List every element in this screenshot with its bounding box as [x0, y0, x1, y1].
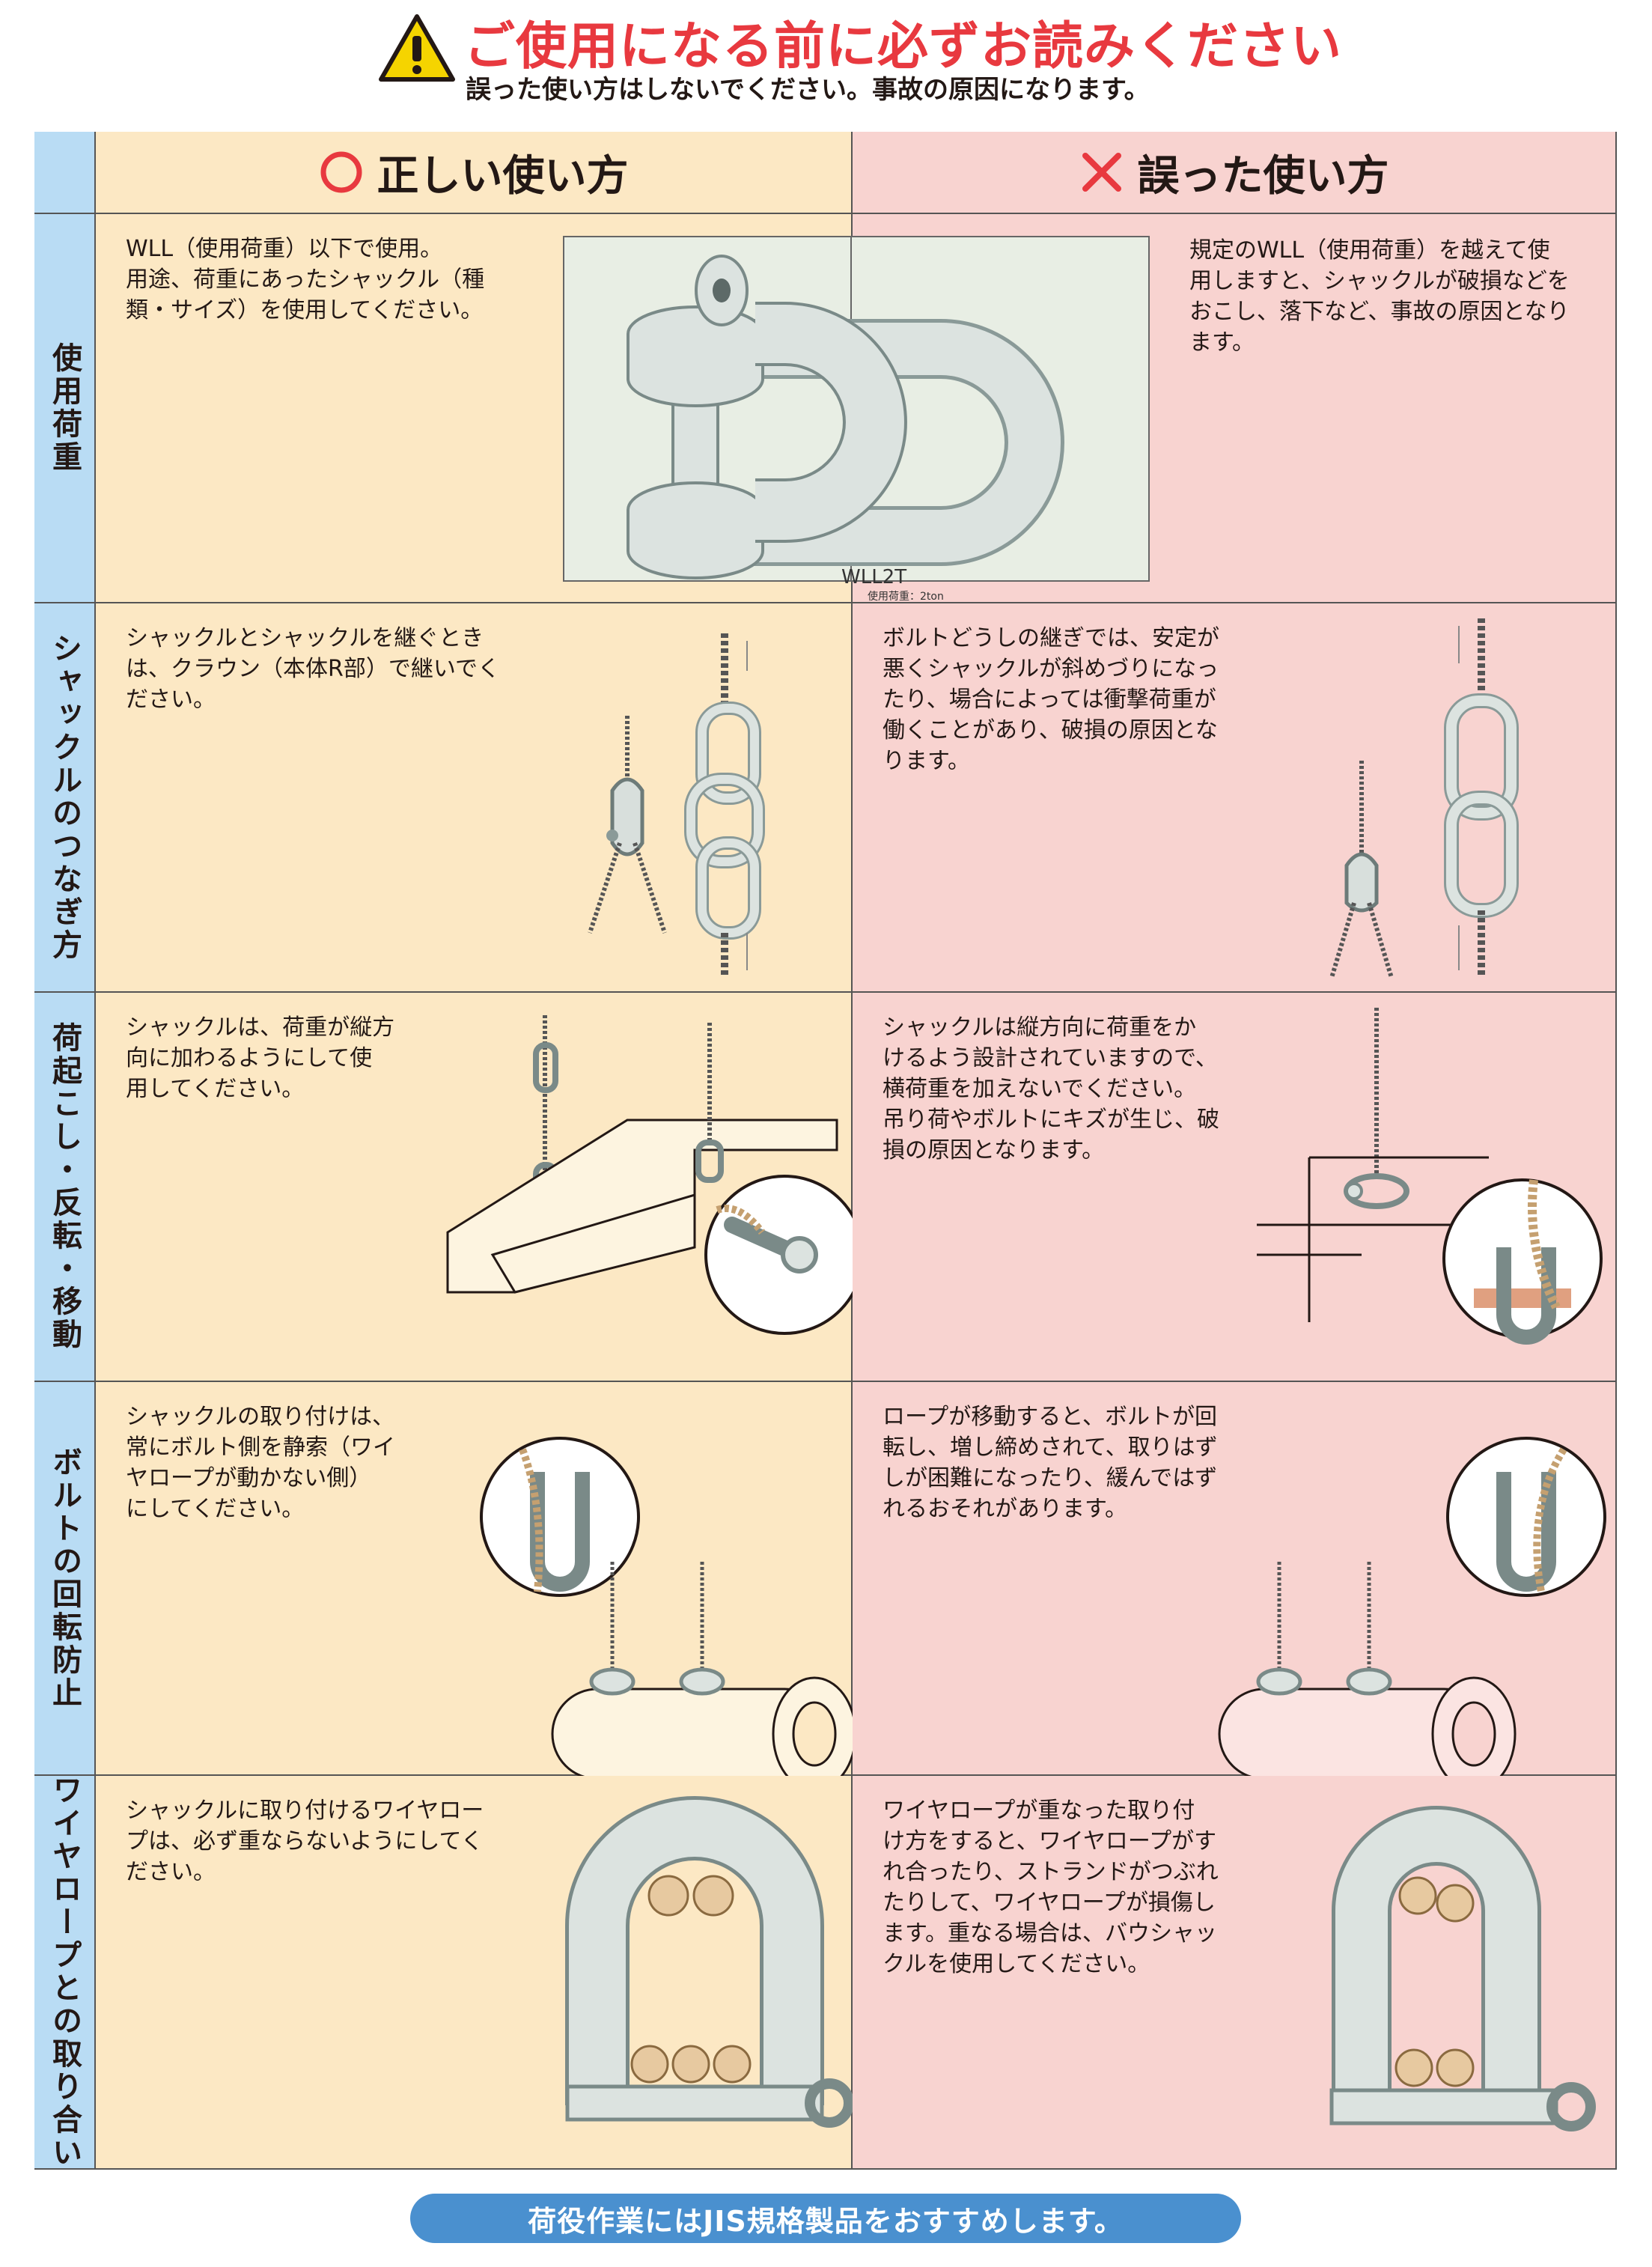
text-line: WLL（使用荷重）以下で使用。 — [126, 236, 443, 262]
text-line: 規定のWLL（使用荷重）を越えて使 — [1189, 237, 1550, 264]
text-line: シャックルは縦方向に荷重をか — [883, 1014, 1197, 1041]
text-line: れ合ったり、ストランドがつぶれ — [883, 1859, 1219, 1885]
good-description: シャックルに取り付けるワイヤロー プは、必ず重ならないようにしてく ださい。 — [126, 1795, 484, 1887]
row-label-connection: シャックルのつなぎ方 — [34, 603, 96, 993]
text-line: け方をすると、ワイヤロープがす — [883, 1828, 1217, 1854]
page-title: ご使用になる前に必ずお読みください — [464, 17, 1343, 76]
text-line: ロープが移動すると、ボルトが回 — [883, 1404, 1217, 1430]
side-load-illustration — [1257, 1008, 1603, 1345]
shackle-body-left — [627, 255, 907, 579]
row-label-text: 荷起こし・反転・移動 — [47, 1022, 82, 1351]
row-label-bolt-rotation: ボルトの回転防止 — [34, 1382, 96, 1776]
cross-icon — [1082, 153, 1121, 192]
bad-cell-working-load: 規定のWLL（使用荷重）を越えて使 用しますと、シャックルが破損などを おこし、… — [627, 214, 1617, 603]
jis-recommendation-banner: 荷役作業にはJIS規格製品をおすすめします。 — [410, 2194, 1241, 2243]
text-line: ださい。 — [126, 1859, 216, 1885]
good-cell-bolt-rotation: シャックルの取り付けは、 常にボルト側を静索（ワイ ヤロープが動かない側） にし… — [96, 1382, 857, 1792]
text-line: しが困難になったり、緩んではず — [883, 1465, 1218, 1491]
bolt-static-rope-illustration — [480, 1437, 857, 1792]
good-cell-lifting: シャックルは、荷重が縦方 向に加わるようにして使 用してください。 — [96, 993, 865, 1382]
bolt-moving-rope-illustration — [1218, 1437, 1606, 1792]
corner-cell — [34, 132, 96, 214]
d-shackle-illustration — [1329, 1806, 1596, 2131]
text-line: 転し、増し締めされて、取りはず — [883, 1434, 1218, 1461]
text-line: 用途、荷重にあったシャックル（種 — [126, 267, 485, 293]
bow-shackle-illustration — [565, 1796, 854, 2128]
text-line: シャックルとシャックルを継ぐとき — [126, 625, 484, 651]
footer-text: 荷役作業にはJIS規格製品をおすすめします。 — [528, 2204, 1124, 2238]
good-column-header: 正しい使い方 — [96, 132, 853, 214]
text-line: ワイヤロープが重なった取り付 — [883, 1798, 1195, 1824]
text-line: 吊り荷やボルトにキズが生じ、破 — [883, 1107, 1219, 1133]
wll-marking: WLL2T — [841, 566, 907, 588]
bad-description: ワイヤロープが重なった取り付 け方をすると、ワイヤロープがす れ合ったり、ストラ… — [883, 1795, 1219, 1980]
bad-column-header: 誤った使い方 — [853, 132, 1617, 214]
text-line: シャックルに取り付けるワイヤロー — [126, 1798, 484, 1824]
crown-connection-illustration — [588, 633, 765, 978]
bad-description: シャックルは縦方向に荷重をか けるよう設計されていますので、 横荷重を加えないで… — [883, 1012, 1219, 1166]
bad-cell-lifting: シャックルは縦方向に荷重をか けるよう設計されていますので、 横荷重を加えないで… — [853, 993, 1617, 1382]
bolt-connection-illustration — [1329, 618, 1519, 979]
text-line: 用しますと、シャックルが破損などを — [1189, 268, 1570, 294]
bad-cell-connection: ボルトどうしの継ぎでは、安定が 悪くシャックルが斜めづりになっ たり、場合によっ… — [853, 603, 1617, 993]
usage-table: 正しい使い方 誤った使い方 使用荷重 WLL（使用荷重）以下で使用。 用途、荷重… — [34, 132, 1617, 2170]
bad-column-label: 誤った使い方 — [1137, 151, 1389, 201]
row-label-text: シャックルのつなぎ方 — [47, 633, 82, 962]
bad-description: ロープが移動すると、ボルトが回 転し、増し締めされて、取りはず しが困難になった… — [883, 1402, 1218, 1524]
text-line: 働くことがあり、破損の原因とな — [883, 717, 1218, 743]
text-line: は、クラウン（本体R部）で継いでく — [126, 656, 500, 682]
text-line: 類・サイズ）を使用してください。 — [126, 297, 484, 323]
text-line: 向に加わるようにして使 — [126, 1045, 373, 1071]
text-line: ヤロープが動かない側） — [126, 1465, 372, 1491]
good-column-label: 正しい使い方 — [377, 151, 629, 201]
circle-icon — [320, 151, 362, 193]
text-line: たり、場合によっては衝撃荷重が — [883, 687, 1216, 713]
row-label-lifting: 荷起こし・反転・移動 — [34, 993, 96, 1382]
row-label-working-load: 使用荷重 — [34, 214, 96, 603]
page-subtitle: 誤った使い方はしないでください。事故の原因になります。 — [466, 75, 1150, 105]
text-line: ます。重なる場合は、バウシャッ — [883, 1920, 1217, 1947]
bad-cell-wire-rope: ワイヤロープが重なった取り付 け方をすると、ワイヤロープがす れ合ったり、ストラ… — [853, 1776, 1617, 2170]
text-line: 悪くシャックルが斜めづりになっ — [883, 656, 1219, 682]
text-line: ださい。 — [126, 687, 216, 713]
warning-icon — [379, 14, 455, 82]
text-line: プは、必ず重ならないようにしてく — [126, 1828, 484, 1854]
row-label-text: ワイヤロープとの取り合い — [47, 1774, 82, 2170]
text-line: クルを使用してください。 — [883, 1951, 1150, 1977]
text-line: おこし、落下など、事故の原因となり — [1189, 299, 1570, 325]
vertical-load-illustration — [446, 1015, 865, 1335]
text-line: 用してください。 — [126, 1076, 305, 1102]
good-description: シャックルとシャックルを継ぐとき は、クラウン（本体R部）で継いでく ださい。 — [126, 623, 500, 715]
shackle-illustration-right — [671, 236, 1150, 582]
text-line: けるよう設計されていますので、 — [883, 1045, 1218, 1071]
bad-cell-bolt-rotation: ロープが移動すると、ボルトが回 転し、増し締めされて、取りはず しが困難になった… — [853, 1382, 1617, 1792]
text-line: にしてください。 — [126, 1496, 305, 1522]
text-line: ります。 — [883, 748, 970, 774]
text-line: 横荷重を加えないでください。 — [883, 1076, 1197, 1102]
header: ご使用になる前に必ずお読みください 誤った使い方はしないでください。事故の原因に… — [0, 0, 1652, 127]
row-label-wire-rope: ワイヤロープとの取り合い — [34, 1774, 96, 2170]
bad-description: 規定のWLL（使用荷重）を越えて使 用しますと、シャックルが破損などを おこし、… — [1189, 235, 1594, 358]
good-description: WLL（使用荷重）以下で使用。 用途、荷重にあったシャックル（種 類・サイズ）を… — [126, 234, 484, 326]
text-line: ボルトどうしの継ぎでは、安定が — [883, 625, 1219, 651]
good-description: シャックルの取り付けは、 常にボルト側を静索（ワイ ヤロープが動かない側） にし… — [126, 1402, 395, 1524]
text-line: 損の原因となります。 — [883, 1137, 1105, 1163]
text-line: シャックルの取り付けは、 — [126, 1404, 395, 1430]
good-cell-wire-rope: シャックルに取り付けるワイヤロー プは、必ず重ならないようにしてく ださい。 — [96, 1776, 854, 2170]
text-line: れるおそれがあります。 — [883, 1496, 1127, 1522]
row-label-text: 使用荷重 — [47, 342, 82, 474]
text-line: ます。 — [1189, 329, 1255, 356]
text-line: 常にボルト側を静索（ワイ — [126, 1434, 395, 1461]
good-cell-connection: シャックルとシャックルを継ぐとき は、クラウン（本体R部）で継いでく ださい。 — [96, 603, 853, 993]
row-label-text: ボルトの回転防止 — [47, 1446, 82, 1710]
good-description: シャックルは、荷重が縦方 向に加わるようにして使 用してください。 — [126, 1012, 394, 1104]
text-line: シャックルは、荷重が縦方 — [126, 1014, 395, 1041]
bad-description: ボルトどうしの継ぎでは、安定が 悪くシャックルが斜めづりになっ たり、場合によっ… — [883, 623, 1219, 776]
wll-marking-note: 使用荷重：2ton — [868, 591, 944, 603]
text-line: たりして、ワイヤロープが損傷し — [883, 1890, 1216, 1916]
